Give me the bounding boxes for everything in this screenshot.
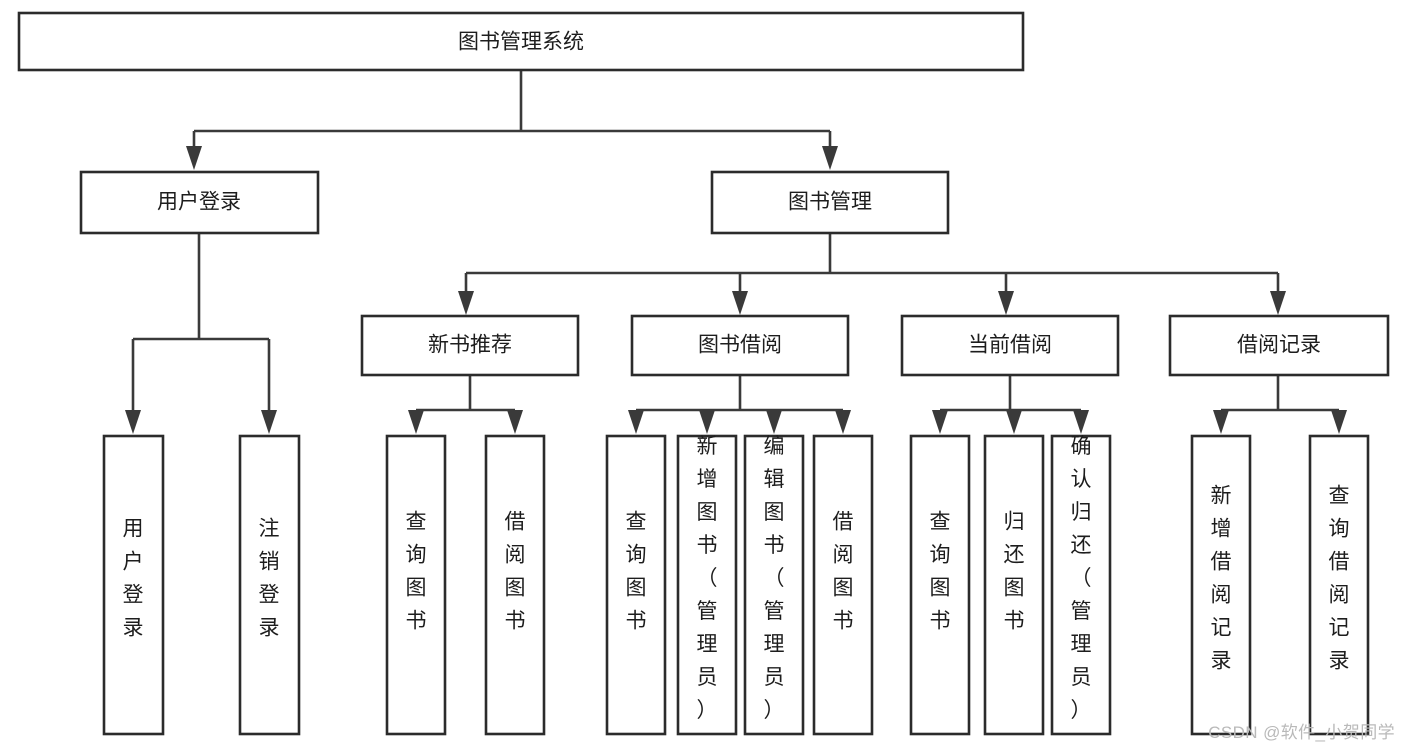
arrow-bb-leaf4-icon — [835, 410, 851, 434]
arrow-bm-to-current-borrow-icon — [998, 291, 1014, 315]
leaf-query-book-2-label: 查询图书 — [626, 511, 647, 633]
leaf-query-book-1-label: 查询图书 — [406, 511, 427, 633]
leaf-query-book-3-box[interactable] — [909, 434, 971, 736]
csdn-watermark: CSDN @软件_小贺同学 — [1208, 723, 1395, 742]
arrow-cb-leaf1-icon — [932, 410, 948, 434]
arrow-root-to-user-login-icon — [186, 146, 202, 170]
arrow-root-to-book-manage-icon — [822, 146, 838, 170]
leaf-add-book-admin-label: 新增图书（管理员） — [697, 435, 718, 722]
arrow-nbr-leaf2-icon — [507, 410, 523, 434]
leaf-query-borrow-record-box[interactable] — [1308, 434, 1370, 736]
node-borrow-record[interactable]: 借阅记录 — [1168, 314, 1390, 377]
leaf-borrow-book-1-box[interactable] — [484, 434, 546, 736]
arrow-cb-leaf3-icon — [1073, 410, 1089, 434]
leaf-confirm-return-admin-box[interactable] — [1050, 434, 1112, 736]
leaf-user-login-label: 用户登录 — [123, 518, 144, 640]
node-borrow-record-label: 借阅记录 — [1237, 334, 1321, 357]
arrow-bb-leaf1-icon — [628, 410, 644, 434]
arrow-bb-leaf2-icon — [699, 410, 715, 434]
arrow-user-login-leaf1-icon — [125, 410, 141, 434]
leaf-borrow-book-2-box[interactable] — [812, 434, 874, 736]
arrow-bm-to-new-book-recommend-icon — [458, 291, 474, 315]
leaf-edit-book-admin-box[interactable] — [743, 434, 805, 736]
node-current-borrow-box[interactable] — [900, 314, 1120, 377]
leaf-borrow-book-2-label: 借阅图书 — [833, 511, 854, 633]
leaf-borrow-book-1-label: 借阅图书 — [505, 511, 526, 633]
node-book-manage-label: 图书管理 — [788, 191, 872, 214]
node-user-login-label: 用户登录 — [157, 191, 241, 214]
leaf-confirm-return-admin-label: 确认归还（管理员） — [1071, 435, 1092, 722]
leaf-user-logout-label: 注销登录 — [259, 518, 280, 640]
node-book-manage[interactable]: 图书管理 — [710, 170, 950, 235]
connector-group-root — [186, 70, 838, 170]
connector-group-book-manage — [458, 233, 1286, 315]
node-root[interactable]: 图书管理系统 — [17, 11, 1025, 72]
node-new-book-recommend-box[interactable] — [360, 314, 580, 377]
connector-group-book-borrow — [628, 375, 851, 434]
leaf-add-borrow-record-box[interactable] — [1190, 434, 1252, 736]
node-root-label: 图书管理系统 — [458, 31, 584, 54]
node-book-borrow[interactable]: 图书借阅 — [630, 314, 850, 377]
node-user-login[interactable]: 用户登录 — [79, 170, 320, 235]
node-new-book-recommend[interactable]: 新书推荐 — [360, 314, 580, 377]
leaf-user-login-box[interactable] — [102, 434, 165, 736]
leaf-add-borrow-record-label: 新增借阅记录 — [1211, 485, 1232, 673]
arrow-nbr-leaf1-icon — [408, 410, 424, 434]
leaf-labels-group: 用户登录 注销登录 查询图书 借阅图书 查询图书 新增图书（管理员） 编辑图书（… — [123, 435, 1350, 722]
leaf-query-book-3-label: 查询图书 — [930, 511, 951, 633]
node-user-login-box[interactable] — [79, 170, 320, 235]
leaf-edit-book-admin-label: 编辑图书（管理员） — [764, 435, 785, 722]
leaf-add-book-admin-box[interactable] — [676, 434, 738, 736]
connector-group-current-borrow — [932, 375, 1089, 434]
node-borrow-record-box[interactable] — [1168, 314, 1390, 377]
leaf-return-book-label: 归还图书 — [1004, 511, 1025, 633]
arrow-user-login-leaf2-icon — [261, 410, 277, 434]
node-book-manage-box[interactable] — [710, 170, 950, 235]
leaf-return-book-box[interactable] — [983, 434, 1045, 736]
node-book-borrow-label: 图书借阅 — [698, 334, 782, 357]
node-current-borrow-label: 当前借阅 — [968, 334, 1052, 357]
node-book-borrow-box[interactable] — [630, 314, 850, 377]
arrow-cb-leaf2-icon — [1006, 410, 1022, 434]
arrow-br-leaf2-icon — [1331, 410, 1347, 434]
leaf-query-book-1-box[interactable] — [385, 434, 447, 736]
connector-group-borrow-record — [1213, 375, 1347, 434]
node-current-borrow[interactable]: 当前借阅 — [900, 314, 1120, 377]
connector-group-user-login — [125, 233, 277, 434]
arrow-br-leaf1-icon — [1213, 410, 1229, 434]
leaf-user-logout-box[interactable] — [238, 434, 301, 736]
arrow-bb-leaf3-icon — [766, 410, 782, 434]
connector-group-new-book-recommend — [408, 375, 523, 434]
node-new-book-recommend-label: 新书推荐 — [428, 334, 512, 357]
leaf-nodes-group — [102, 434, 1370, 736]
leaf-query-borrow-record-label: 查询借阅记录 — [1329, 485, 1350, 673]
leaf-query-book-2-box[interactable] — [605, 434, 667, 736]
node-root-box[interactable] — [17, 11, 1025, 72]
arrow-bm-to-borrow-record-icon — [1270, 291, 1286, 315]
arrow-bm-to-book-borrow-icon — [732, 291, 748, 315]
